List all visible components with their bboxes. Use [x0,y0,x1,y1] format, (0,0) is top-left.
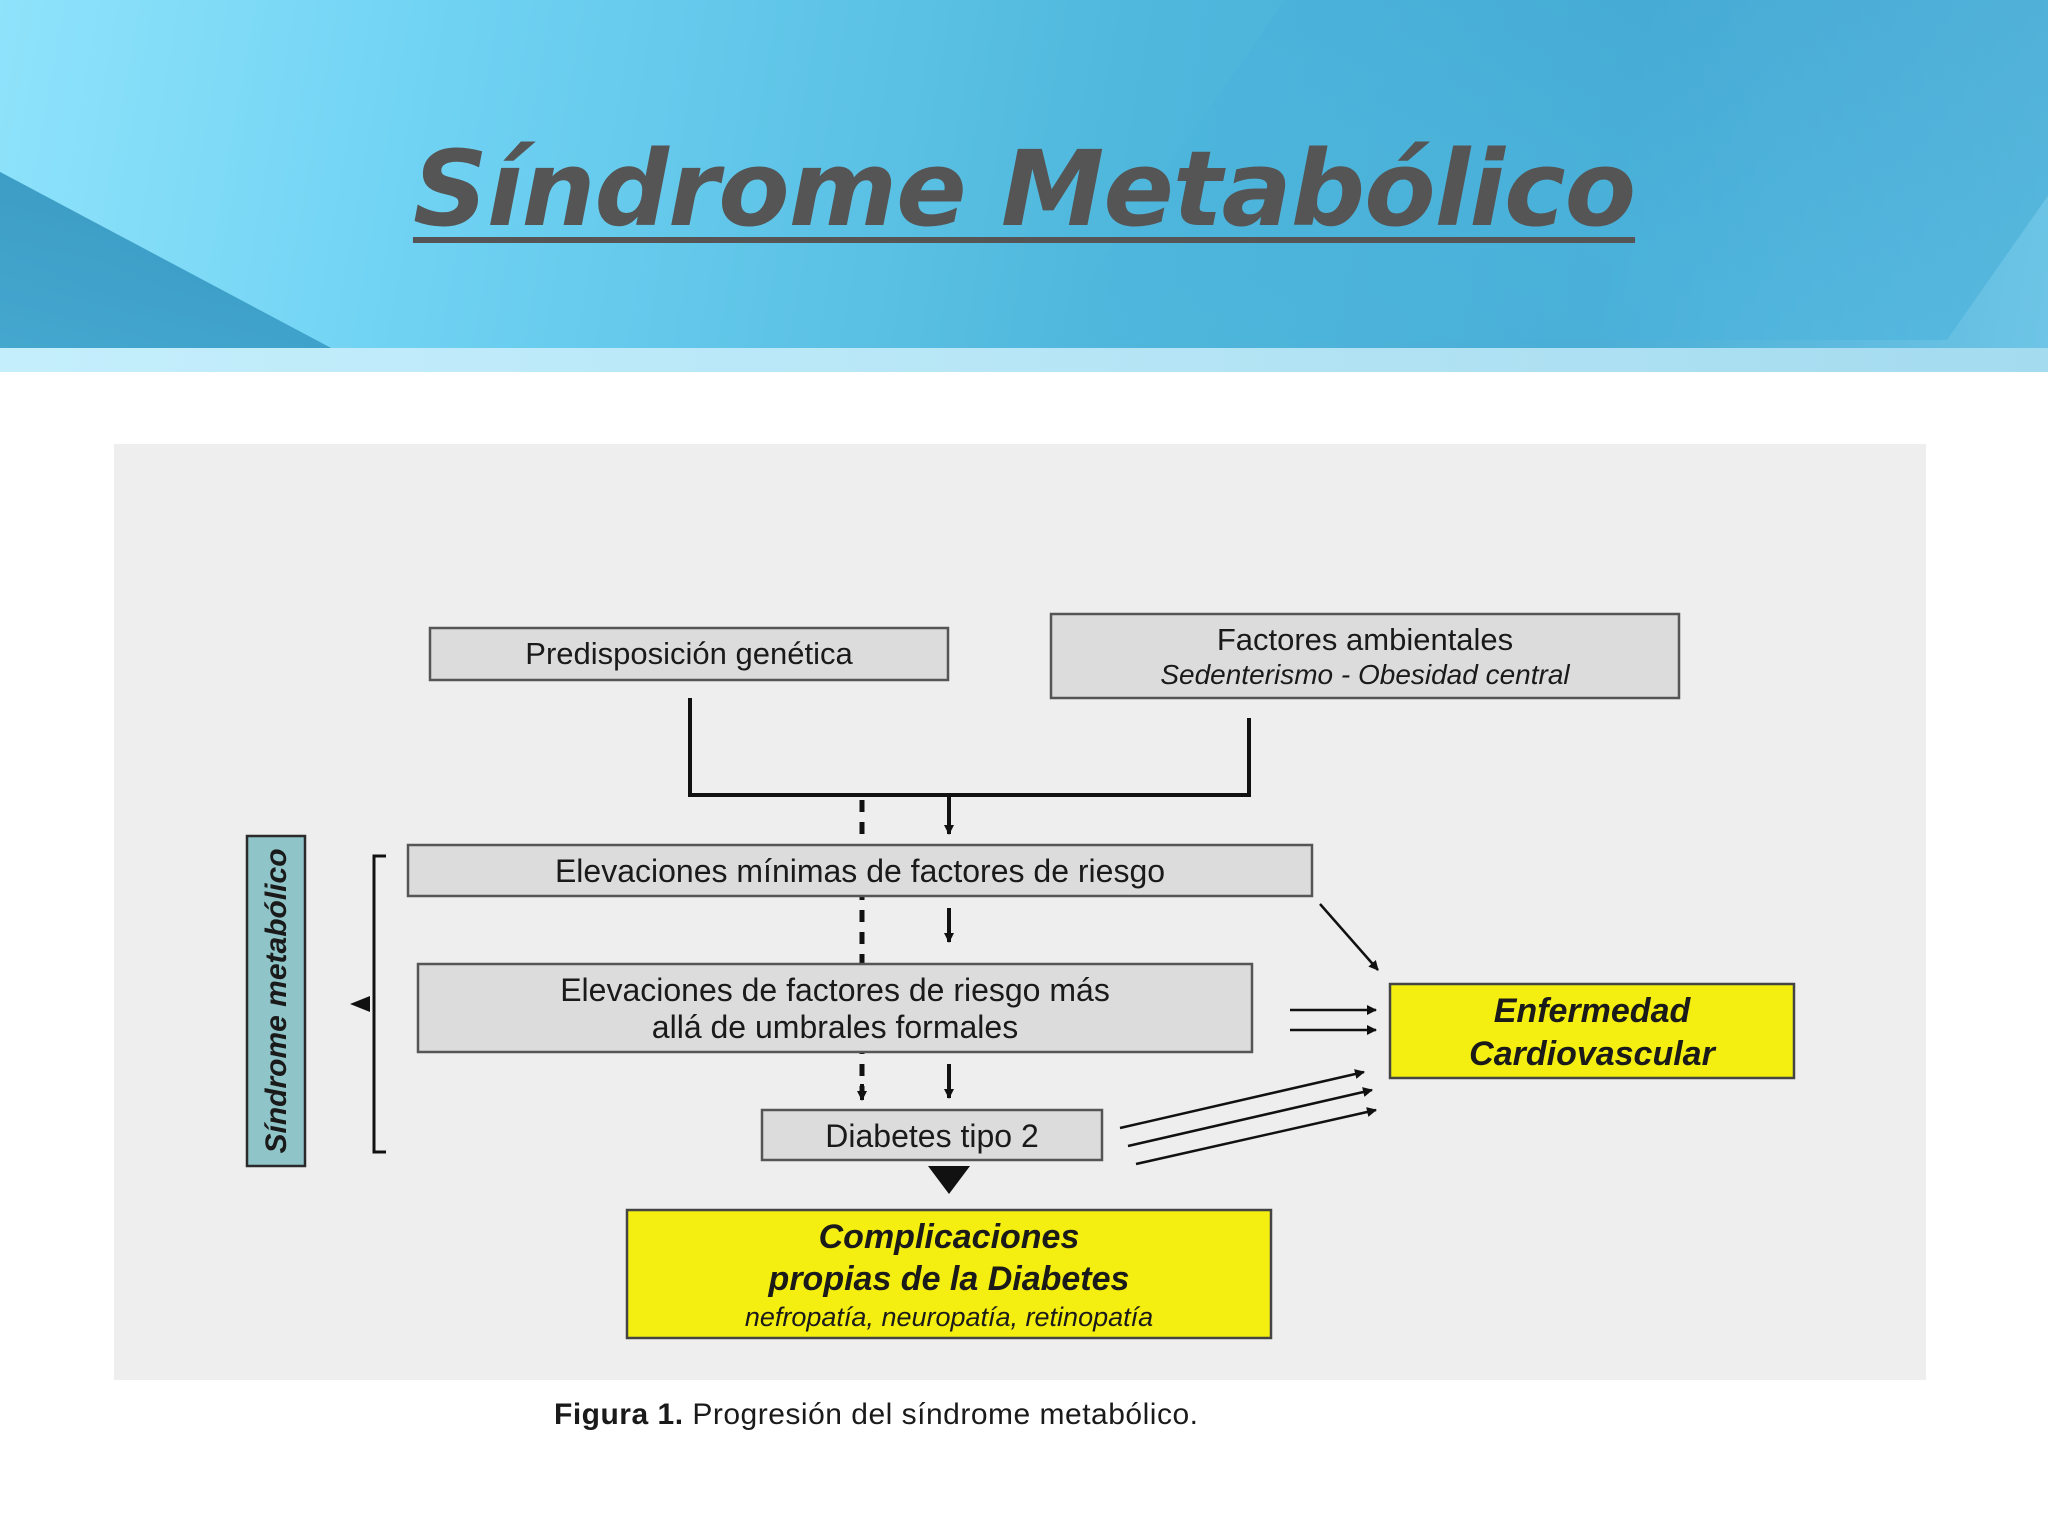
side-bracket-arrow [350,996,370,1012]
arrow-minimal-to-cardio [1319,903,1379,971]
arrow-to-complications [928,1166,970,1194]
diabetes-box [760,1108,1104,1162]
complications-sublabel: nefropatía, neuropatía, retinopatía [745,1302,1153,1332]
connector-genetic [688,698,1251,797]
arrow-diabetes-to-cardio-2 [1127,1087,1373,1148]
complications-label-1: Complicaciones [819,1218,1080,1256]
environment-label: Factores ambientales [1217,622,1513,657]
genetic-label: Predisposición genética [525,636,853,671]
beyond-thresholds-label-1: Elevaciones de factores de riesgo más [560,972,1110,1008]
arrow-diabetes-to-cardio-3 [1135,1107,1377,1166]
figure-caption: Figura 1. Progresión del síndrome metabó… [554,1398,1198,1432]
figure-panel: Síndrome metabólico Predisposición genét… [114,444,1926,1380]
beyond-thresholds-label-2: allá de umbrales formales [652,1009,1018,1045]
cardiovascular-label-2: Cardiovascular [1469,1035,1716,1073]
figure-caption-label: Figura 1. [554,1398,684,1431]
minimal-elevations-label: Elevaciones mínimas de factores de riesg… [555,853,1165,889]
side-bracket [372,854,386,1154]
header-band [0,348,2048,372]
slide-header [0,0,2048,372]
metabolic-syndrome-diagram: Síndrome metabólico Predisposición genét… [245,612,1796,1340]
cardiovascular-label-1: Enfermedad [1494,992,1692,1030]
figure-caption-text: Progresión del síndrome metabólico. [692,1398,1199,1431]
side-label: Síndrome metabólico [260,848,293,1153]
environment-sublabel: Sedenterismo - Obesidad central [1160,659,1570,690]
complications-box [625,1208,1273,1340]
diabetes-label: Diabetes tipo 2 [825,1118,1038,1154]
slide-title: Síndrome Metabólico [412,128,1636,250]
complications-label-2: propias de la Diabetes [768,1260,1130,1298]
arrow-diabetes-to-cardio-1 [1119,1069,1365,1130]
environment-box [1049,612,1681,700]
cardiovascular-box [1388,982,1796,1080]
beyond-thresholds-box [416,962,1254,1054]
side-label-box [245,834,307,1168]
minimal-elevations-box [406,843,1314,898]
genetic-box [428,626,950,682]
